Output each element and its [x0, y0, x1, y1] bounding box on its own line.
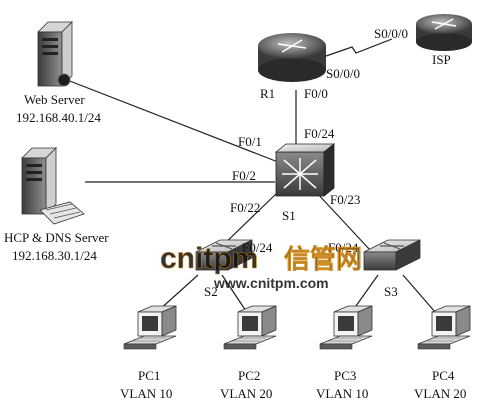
link-web-s1	[61, 77, 279, 163]
server-icon	[21, 147, 85, 225]
pc-icon	[319, 305, 373, 350]
switch-icon	[195, 239, 253, 271]
server-icon	[37, 21, 73, 87]
label-isp: ISP	[432, 52, 451, 67]
port-s1-f024: F0/24	[304, 126, 335, 141]
multilayer-switch-icon	[274, 143, 336, 197]
label-s1: S1	[282, 208, 296, 223]
label-pc3-vlan: VLAN 10	[316, 386, 368, 401]
label-pc1: PC1	[138, 368, 160, 383]
port-r1-f00: F0/0	[304, 86, 328, 101]
pc-3[interactable]	[319, 305, 373, 350]
label-pc3: PC3	[334, 368, 356, 383]
port-isp-serial: S0/0/0	[374, 26, 408, 41]
port-s1-f01: F0/1	[238, 134, 262, 149]
label-dhcp-server: HCP & DNS Server	[4, 230, 109, 245]
label-pc1-vlan: VLAN 10	[120, 386, 172, 401]
label-r1: R1	[260, 86, 275, 101]
switch-icon	[363, 239, 421, 271]
pc-1[interactable]	[123, 305, 177, 350]
label-web-server: Web Server	[24, 92, 85, 107]
port-s1-f023: F0/23	[330, 192, 360, 207]
router-icon	[258, 33, 326, 82]
watermark-main: cnitpm	[160, 242, 258, 275]
web-server[interactable]	[37, 21, 73, 87]
label-pc4-vlan: VLAN 20	[414, 386, 466, 401]
switch-s2[interactable]	[195, 239, 253, 271]
router-icon	[416, 14, 472, 51]
label-s2: S2	[204, 284, 218, 299]
switch-s3[interactable]	[363, 239, 421, 271]
dhcp-dns-server[interactable]	[21, 147, 85, 225]
pc-2[interactable]	[223, 305, 277, 350]
label-web-server-ip: 192.168.40.1/24	[16, 110, 101, 125]
pc-icon	[223, 305, 277, 350]
pc-icon	[123, 305, 177, 350]
switch-s1[interactable]	[274, 143, 336, 197]
port-r1-serial: S0/0/0	[326, 66, 360, 81]
link-r1-isp-serial	[325, 38, 393, 57]
watermark-url: www.cnitpm.com	[213, 275, 329, 291]
label-pc4: PC4	[432, 368, 455, 383]
link-s1-s3	[315, 191, 371, 251]
port-s1-f02: F0/2	[232, 168, 256, 183]
pc-icon	[417, 305, 471, 350]
label-dhcp-server-ip: 192.168.30.1/24	[12, 248, 97, 263]
router-r1[interactable]	[258, 33, 326, 82]
label-pc2-vlan: VLAN 20	[220, 386, 272, 401]
watermark: cnitpm 信管网 www.cnitpm.com	[160, 242, 363, 291]
port-s1-f022: F0/22	[230, 200, 260, 215]
router-isp[interactable]	[416, 14, 472, 51]
pc-4[interactable]	[417, 305, 471, 350]
port-s2-f024: F0/24	[242, 240, 273, 255]
port-s3-f024: F0/24	[328, 240, 359, 255]
watermark-cn: 信管网	[284, 244, 362, 274]
label-pc2: PC2	[238, 368, 260, 383]
label-s3: S3	[384, 284, 398, 299]
